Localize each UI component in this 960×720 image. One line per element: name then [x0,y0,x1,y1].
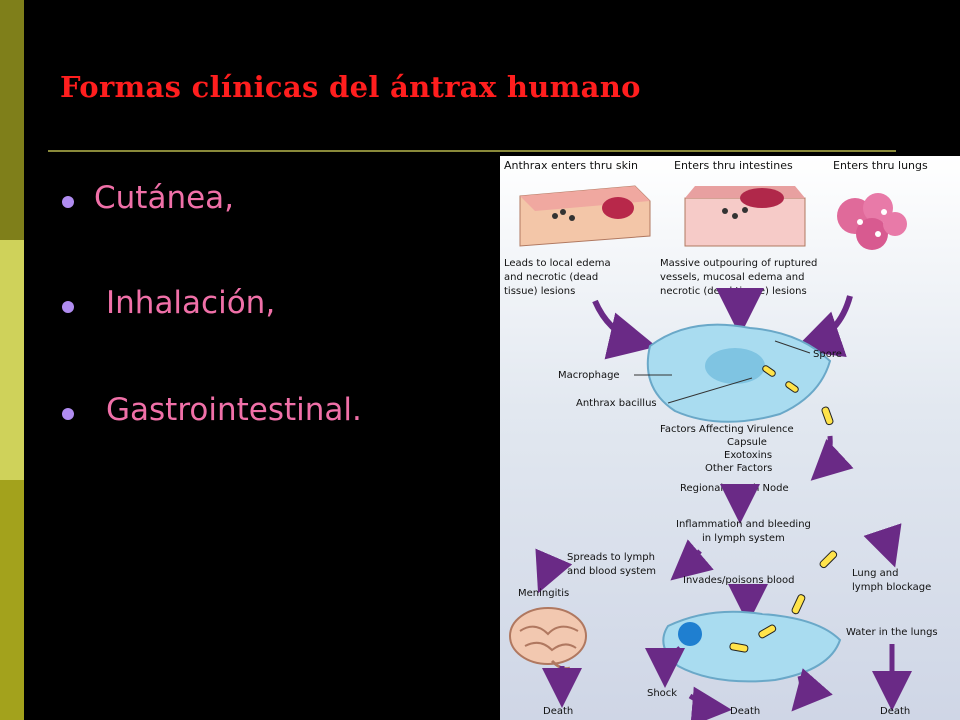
lung-blockage-text: Lung and [852,568,898,579]
skin-effect-text: and necrotic (dead [504,272,598,283]
bullet-text: Gastrointestinal. [106,392,362,428]
death-label-middle: Death [730,706,760,717]
skin-tissue-illustration [519,185,651,247]
title-divider [48,150,896,152]
infected-cell [662,610,842,683]
arrow-to-shock [645,646,686,688]
accent-stripe-bottom [0,480,24,720]
bullet-dot-icon [62,408,74,420]
lung-blockage-text: lymph blockage [852,582,931,593]
macrophage-cell [646,323,832,423]
bacillus-icon [791,594,806,615]
arrow-cell-to-death [791,668,833,712]
arrow-skin-to-macrophage [592,299,657,360]
bullet-text: Cutánea, [94,180,235,216]
intestine-effect-text: vessels, mucosal edema and [660,272,805,283]
intestine-effect-text: necrotic (dead tissue) lesions [660,286,807,297]
virulence-factors-text: Exotoxins [724,450,772,461]
virulence-factors-text: Capsule [727,437,767,448]
accent-stripe-middle [0,240,24,480]
lymph-node-label: Regional Lymph Node [680,483,789,494]
inflammation-text: in lymph system [702,533,785,544]
inflammation-text: Inflammation and bleeding [676,519,811,530]
meningitis-label: Meningitis [518,588,569,599]
virulence-factors-text: Factors Affecting Virulence [660,424,794,435]
arrow-to-meningitis [535,548,573,594]
arrow-shock-to-death [688,686,732,720]
slide-title: Formas clínicas del ántrax humano [60,70,641,104]
skin-effect-text: Leads to local edema [504,258,611,269]
spreads-text: Spreads to lymph [567,552,655,563]
arrow-to-lung-blockage [863,523,902,568]
header-lungs-label: Enters thru lungs [833,159,928,172]
bullet-dot-icon [62,196,74,208]
spore-label: Spore [813,349,842,360]
water-lungs-label: Water in the lungs [846,627,938,638]
intestine-effect-text: Massive outpouring of ruptured [660,258,817,269]
accent-stripe-top [0,0,24,240]
bacillus-icon [821,406,834,426]
arrow-lungs-to-macrophage [793,295,853,358]
bullet-dot-icon [62,301,74,313]
death-label-left: Death [543,706,573,717]
shock-label: Shock [647,688,677,699]
arrow-to-lymph-node [810,435,854,481]
macrophage-label: Macrophage [558,370,620,381]
anthrax-pathway-diagram: Anthrax enters thru skin Enters thru int… [500,156,960,720]
death-label-right: Death [880,706,910,717]
lung-alveoli-illustration [837,193,907,250]
bacillus-icon [819,550,838,569]
virulence-factors-text: Other Factors [705,463,772,474]
header-intestines-label: Enters thru intestines [674,159,793,172]
arrow-to-spreads [670,539,714,581]
brain-illustration [509,607,587,671]
skin-effect-text: tissue) lesions [504,286,575,297]
bacillus-label: Anthrax bacillus [576,398,657,409]
spreads-text: and blood system [567,566,656,577]
bullet-text: Inhalación, [106,285,276,321]
invades-blood-text: Invades/poisons blood [683,575,794,586]
intestine-tissue-illustration [684,186,806,247]
header-skin-label: Anthrax enters thru skin [504,159,638,172]
